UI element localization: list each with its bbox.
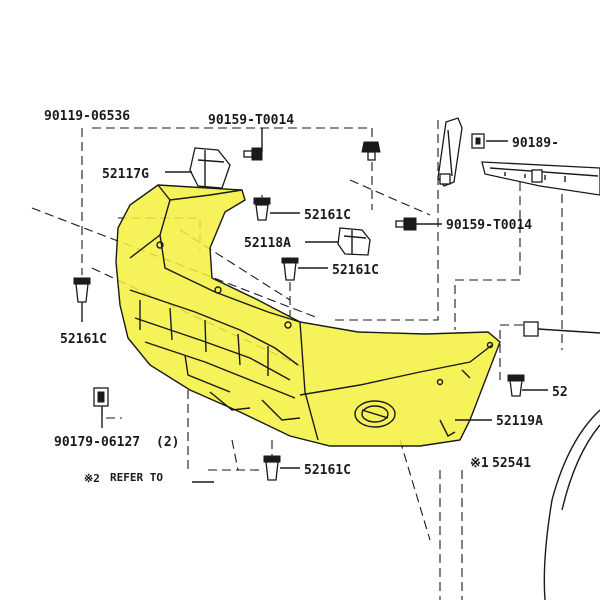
label-bottom-right: 52541 bbox=[492, 456, 531, 471]
label-refer-text: REFER TO bbox=[110, 471, 163, 484]
label-refer-mark: ※2 bbox=[84, 472, 100, 485]
bumper-fill bbox=[115, 184, 501, 447]
clip-52161c-2-part bbox=[281, 257, 299, 281]
label-clip-top: 90159-T0014 bbox=[208, 113, 294, 128]
label-right-partial: 52 bbox=[552, 385, 568, 400]
label-clip-c-1: 52161C bbox=[304, 208, 351, 223]
nut-clip-part bbox=[93, 387, 109, 407]
fender-edge bbox=[543, 409, 600, 600]
label-screw-mid: 90159-T0014 bbox=[446, 218, 532, 233]
retainer-52118a-part bbox=[337, 227, 371, 256]
label-top-right-partial: 90189- bbox=[512, 136, 559, 151]
label-clip-c-left: 52161C bbox=[60, 332, 107, 347]
label-retainer-g: 52117G bbox=[102, 167, 149, 182]
right-bracket-part bbox=[523, 321, 600, 337]
clip-right-part bbox=[507, 374, 525, 397]
clip-52161c-1-part bbox=[253, 197, 271, 221]
side-bracket-part bbox=[437, 117, 463, 187]
upper-rail-part bbox=[481, 161, 600, 196]
label-nut-clip-qty: (2) bbox=[156, 435, 179, 450]
label-bottom-right-mark: ※1 bbox=[470, 456, 489, 471]
screw-mid-part bbox=[395, 217, 417, 231]
label-clip-c-bottom: 52161C bbox=[304, 463, 351, 478]
screw-top-part bbox=[361, 141, 381, 161]
screw-upper-part bbox=[243, 147, 263, 161]
nut-90189-part bbox=[471, 133, 485, 149]
label-bumper-cover: 52119A bbox=[496, 414, 543, 429]
retainer-52117g-part bbox=[189, 147, 231, 189]
label-clip-c-2: 52161C bbox=[332, 263, 379, 278]
label-retainer-a: 52118A bbox=[244, 236, 291, 251]
clip-52161c-bottom-part bbox=[263, 455, 281, 481]
front-bumper-cover bbox=[115, 184, 501, 447]
label-top-left-partial: 90119-06536 bbox=[44, 109, 130, 124]
clip-52161c-left-part bbox=[73, 277, 91, 303]
fender-edge-inner bbox=[561, 424, 600, 511]
label-nut-clip: 90179-06127 bbox=[54, 435, 140, 450]
